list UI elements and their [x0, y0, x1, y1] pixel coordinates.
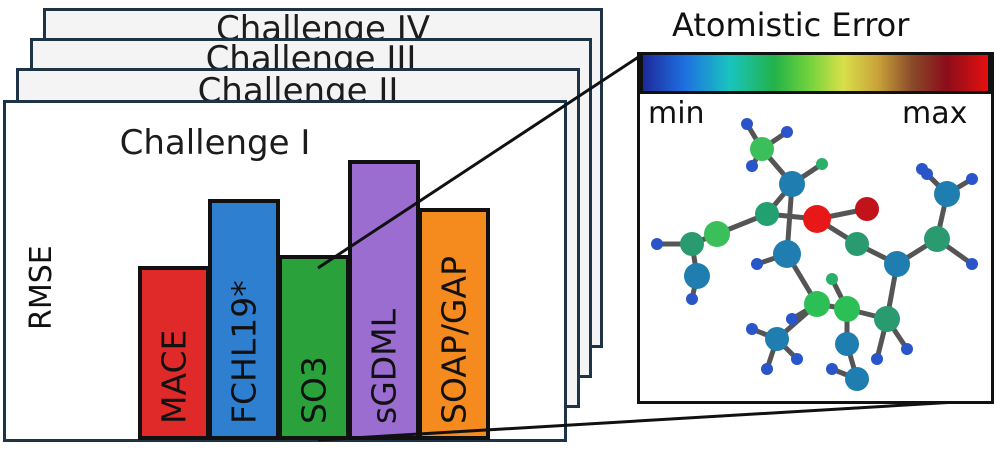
bar-label: MACE: [154, 329, 194, 424]
atom: [791, 353, 803, 365]
molecule-structure: [651, 118, 978, 391]
atom: [765, 327, 789, 351]
colorbar-min-label: min: [648, 96, 705, 131]
atom: [835, 332, 859, 356]
atom: [924, 226, 950, 252]
atom: [966, 258, 978, 270]
bar-label: SO3: [294, 356, 334, 424]
atom: [761, 363, 773, 375]
bar-sgdml: sGDML: [348, 160, 420, 440]
atom: [855, 197, 879, 221]
bar-so3: SO3: [278, 255, 350, 440]
atom: [680, 232, 704, 256]
atom: [845, 367, 869, 391]
colorbar-max-label: max: [902, 96, 968, 131]
atom: [686, 293, 698, 305]
atom: [826, 273, 838, 285]
atom: [755, 202, 779, 226]
atom: [746, 323, 758, 335]
atom: [916, 163, 928, 175]
atom: [746, 160, 758, 172]
atom: [684, 263, 710, 289]
card-challenge-1-title: Challenge I: [119, 123, 311, 163]
atom: [651, 238, 663, 250]
atom: [871, 353, 883, 365]
atom: [786, 313, 798, 325]
atom: [845, 232, 869, 256]
bar-label: FCHL19*: [224, 280, 264, 424]
y-axis-label: RMSE: [24, 245, 59, 330]
bar-fchl19-: FCHL19*: [208, 199, 280, 440]
atom: [751, 258, 763, 270]
atom: [901, 343, 913, 355]
atom: [779, 171, 805, 197]
error-colorbar-top: [640, 52, 991, 94]
atom: [826, 363, 838, 375]
atom: [803, 205, 831, 233]
atom: [704, 221, 730, 247]
atom: [966, 173, 978, 185]
atom: [934, 181, 960, 207]
atom: [874, 306, 900, 332]
atom: [781, 126, 793, 138]
legend-title: Atomistic Error: [672, 6, 910, 44]
atom: [834, 296, 860, 322]
atom: [816, 158, 828, 170]
atom: [773, 240, 801, 268]
atom: [884, 251, 910, 277]
bar-soap-gap: SOAP/GAP: [418, 207, 490, 440]
bar-mace: MACE: [138, 266, 210, 440]
atom: [804, 291, 830, 317]
bar-label: SOAP/GAP: [434, 256, 474, 424]
atom: [750, 137, 774, 161]
bar-label: sGDML: [364, 308, 404, 424]
atom: [741, 118, 753, 130]
